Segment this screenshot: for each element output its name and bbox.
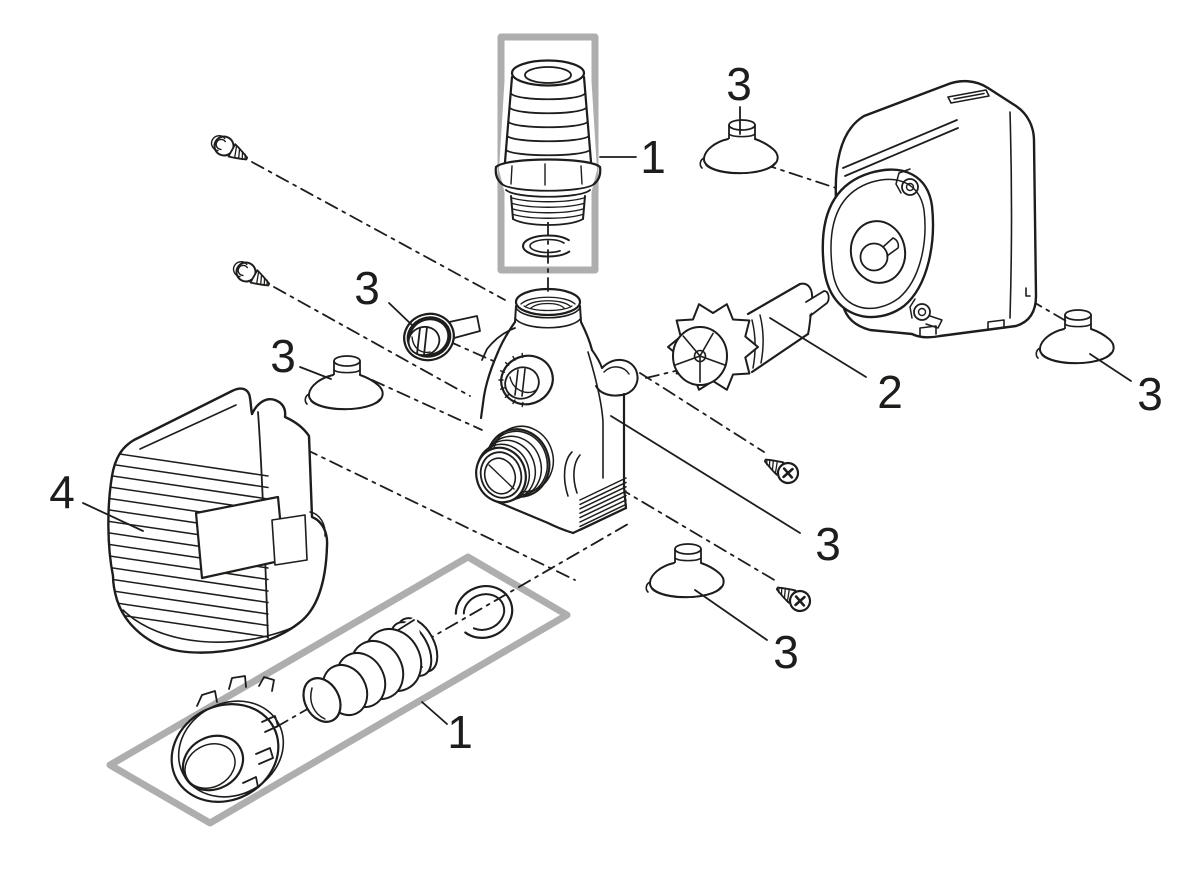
hose-barb <box>302 616 439 723</box>
callout-3-suction-cup-left: 3 <box>270 330 332 382</box>
axis-plug <box>447 340 499 364</box>
pump-housing-cover <box>107 387 329 654</box>
cover-side-panel <box>271 514 308 566</box>
pump-housing <box>475 287 639 535</box>
callout-label: 4 <box>49 466 75 518</box>
sealing-plug <box>403 312 481 362</box>
o-ring-kit-inner <box>462 593 506 631</box>
motor-top-slot <box>947 89 990 104</box>
hose-tail-connector-outlet <box>494 59 602 258</box>
screw-right-lower <box>771 578 815 616</box>
axis-connector-kit <box>251 523 629 742</box>
motor-body <box>821 80 1038 339</box>
motor-screw-boss-top <box>901 178 919 196</box>
axis-screw-mid-left <box>273 286 471 397</box>
suction-cup-right <box>1035 309 1115 365</box>
axis-cover <box>304 448 576 581</box>
callout-1-outlet-connector: 1 <box>599 131 666 183</box>
callout-3-housing: 3 <box>610 415 841 570</box>
callout-label: 2 <box>877 366 903 418</box>
callout-3-suction-cup-bottom: 3 <box>694 589 799 678</box>
suction-cup-top <box>699 119 779 175</box>
callout-label: 3 <box>270 330 296 382</box>
screw-mid-left <box>228 256 275 294</box>
callout-3-suction-cup-top: 3 <box>726 58 752 135</box>
hose-tail-connector-kit <box>170 585 514 803</box>
callout-label: 1 <box>447 706 473 758</box>
rotor-impeller-unit <box>667 282 830 391</box>
axis-screw-top-left <box>251 161 506 301</box>
axis-suction-cup-top <box>762 163 837 189</box>
union-nut <box>170 675 285 803</box>
callout-label: 3 <box>726 58 752 110</box>
callout-2-rotor: 2 <box>769 317 903 418</box>
callout-label: 3 <box>1137 368 1163 420</box>
o-ring-kit <box>454 585 514 639</box>
threaded-outlet-port <box>475 425 555 504</box>
callout-1-connector-kit: 1 <box>421 701 473 758</box>
callout-label: 3 <box>354 262 380 314</box>
screw-top-left <box>206 130 253 168</box>
callout-label: 1 <box>640 131 666 183</box>
suction-cup-bottom <box>645 543 725 599</box>
callout-3-plug: 3 <box>354 262 414 327</box>
inlet-thread-port <box>514 287 582 317</box>
highlight-box-connector-kit <box>106 553 571 827</box>
impeller-vanes <box>674 332 726 383</box>
callouts: 1 3 3 2 3 3 4 3 <box>49 58 1163 758</box>
o-ring-top <box>522 234 574 258</box>
housing-fins <box>579 477 627 531</box>
side-vent-flap <box>595 359 639 397</box>
callout-label: 3 <box>773 626 799 678</box>
axis-screw-right-upper <box>639 372 765 453</box>
suction-cup-left <box>304 355 384 411</box>
callout-4-cover: 4 <box>49 466 144 532</box>
callout-3-suction-cup-right: 3 <box>1089 353 1163 420</box>
axis-suction-cup-left <box>371 379 483 431</box>
motor-shaft-opening <box>849 220 907 284</box>
callout-label: 3 <box>815 518 841 570</box>
rotor-shaft <box>805 290 830 317</box>
motor-screw-boss-bottom <box>913 303 931 321</box>
side-port-ring <box>498 352 554 408</box>
screw-right-upper <box>759 450 803 488</box>
